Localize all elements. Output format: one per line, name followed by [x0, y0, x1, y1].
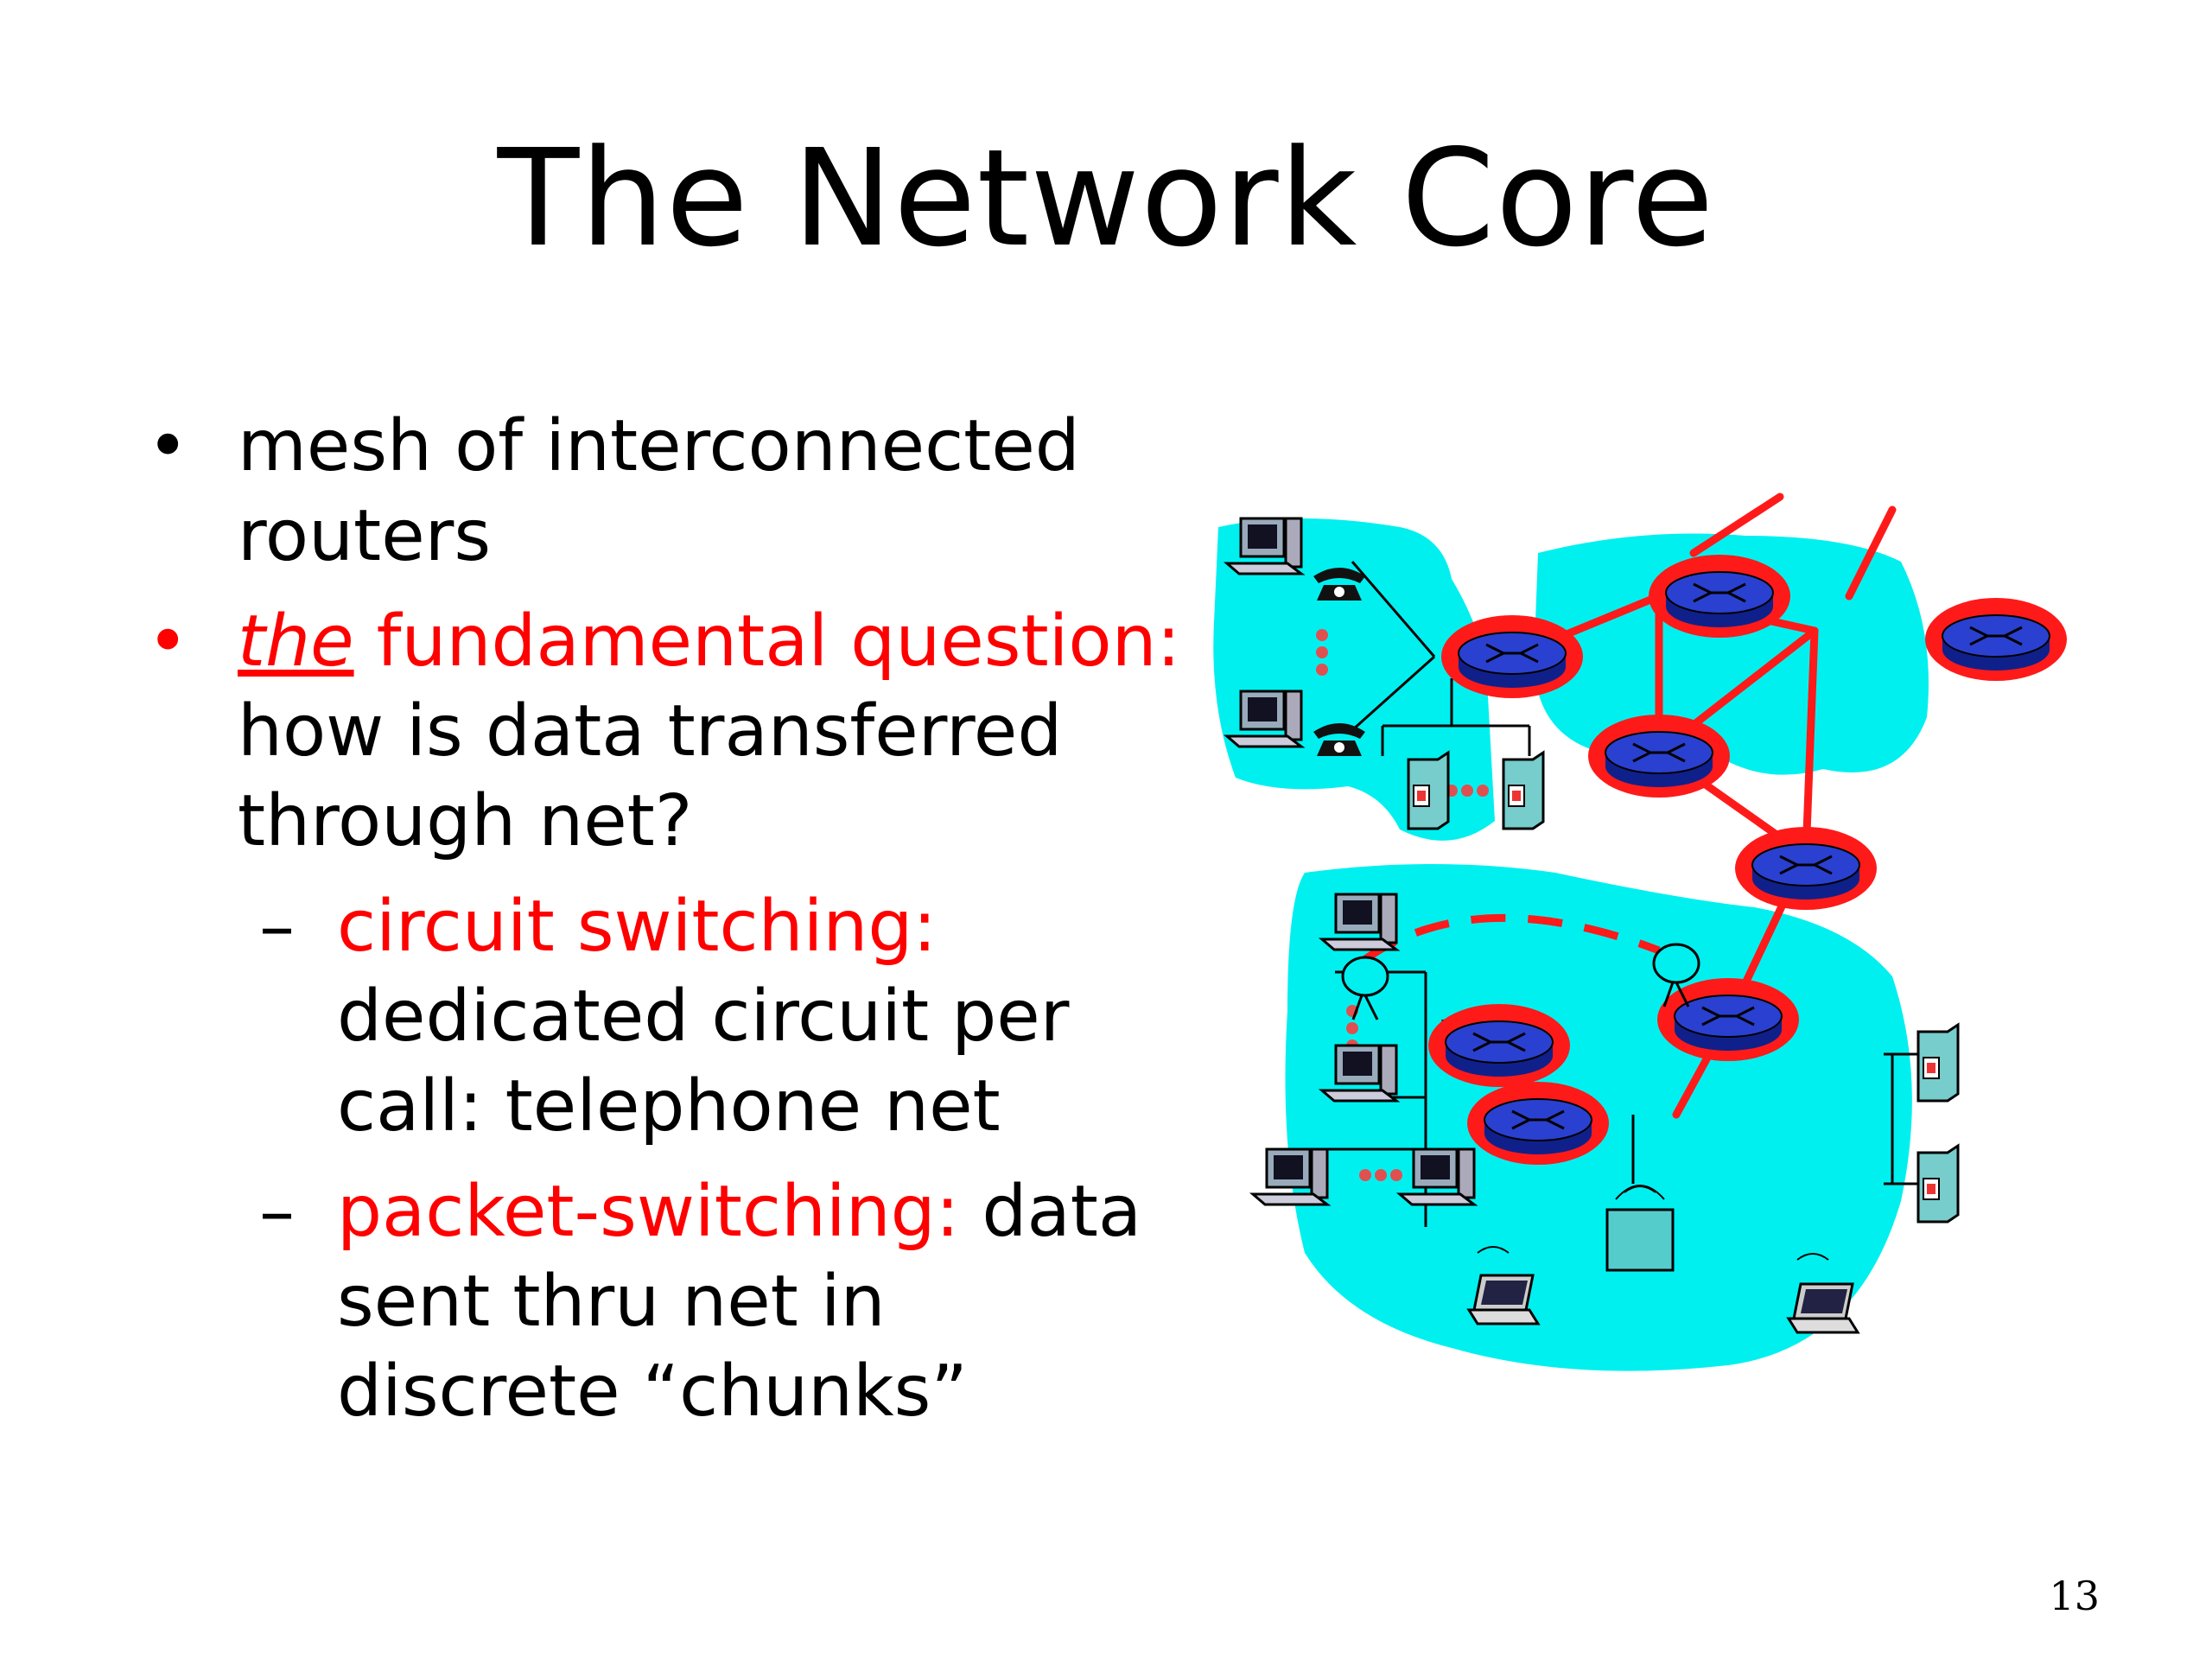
laptop-icon: [1787, 1282, 1859, 1334]
bullet-fundamental-label: fundamental question:: [353, 601, 1181, 683]
bullet-fundamental-question: • the fundamental question: how is data …: [147, 597, 1184, 867]
router-icon: [1465, 1080, 1611, 1166]
server-icon: [1916, 1023, 1960, 1103]
router-icon: [1733, 825, 1878, 912]
sub-bullet-circuit: – circuit switching: dedicated circuit p…: [147, 882, 1184, 1152]
bullet-question-text: how is data transferred through net?: [238, 690, 1063, 862]
wireless-access-point-icon: [1605, 1208, 1675, 1272]
circuit-switching-label: circuit switching:: [337, 886, 938, 968]
router-icon: [1647, 553, 1792, 639]
server-icon: [1407, 751, 1450, 830]
bullet-mesh: • mesh of interconnected routers: [147, 402, 1184, 582]
bullet-dot: •: [147, 601, 189, 683]
bullet-mesh-text: mesh of interconnected routers: [238, 405, 1080, 577]
slide-title: The Network Core: [497, 120, 1715, 276]
network-core-diagram: [1213, 493, 2069, 1371]
server-icon: [1916, 1144, 1960, 1224]
workstation-icon: [1251, 1147, 1329, 1206]
bullet-dot: •: [147, 405, 189, 487]
server-icon: [1502, 751, 1545, 830]
router-icon: [1586, 713, 1732, 799]
router-icon: [1656, 976, 1801, 1063]
sub-bullet-packet: – packet-switching: data sent thru net i…: [147, 1167, 1184, 1437]
bullet-the-word: the: [238, 601, 354, 683]
satellite-dish-icon: [1341, 956, 1389, 1020]
dash-marker: –: [259, 1171, 295, 1253]
core-network-cloud: [1534, 533, 1929, 775]
packet-switching-text: data sent thru net in discrete “chunks”: [337, 1171, 1142, 1433]
packet-switching-label: packet-switching:: [337, 1171, 960, 1253]
satellite-dish-icon: [1652, 943, 1700, 1007]
router-icon: [1923, 596, 2069, 683]
laptop-icon: [1467, 1274, 1540, 1325]
circuit-switching-text: dedicated circuit per call: telephone ne…: [337, 976, 1070, 1147]
bullet-list: • mesh of interconnected routers • the f…: [147, 402, 1184, 1437]
satellite-link: [1363, 913, 1661, 963]
dash-marker: –: [259, 886, 295, 968]
page-number: 13: [2049, 1573, 2100, 1619]
router-icon: [1427, 1002, 1572, 1089]
router-icon: [1440, 613, 1585, 700]
